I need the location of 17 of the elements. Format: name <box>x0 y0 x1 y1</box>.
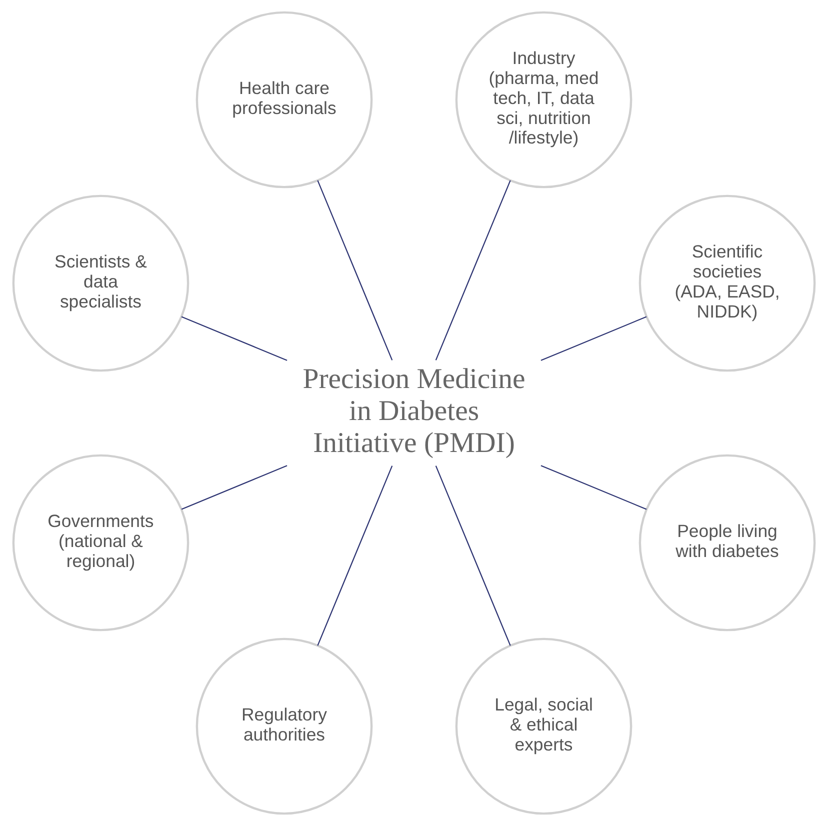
node-text: Precision Medicine in Diabetes Initiative (PMDI) <box>302 362 525 460</box>
connector <box>434 466 510 646</box>
connector <box>316 180 392 360</box>
node-circle: People living with diabetes <box>638 454 816 632</box>
connector <box>180 465 287 510</box>
node-circle: Health care professionals <box>195 11 372 188</box>
node-circle: Scientists & data specialists <box>12 194 189 372</box>
connector <box>434 180 510 360</box>
connector <box>540 316 646 361</box>
node-circle: Industry (pharma, med tech, IT, data sci, nutrition/lifestyle) <box>454 11 632 188</box>
connector <box>180 316 287 361</box>
node-circle: Regulatory authorities <box>195 638 372 815</box>
node-circle: Scientific societies (ADA, EASD, NIDDK) <box>638 194 816 372</box>
node-circle: Legal, social & ethical experts <box>454 638 632 815</box>
connector <box>316 466 392 646</box>
node-circle: Governments (national & regional) <box>12 454 189 632</box>
connector <box>540 465 646 510</box>
